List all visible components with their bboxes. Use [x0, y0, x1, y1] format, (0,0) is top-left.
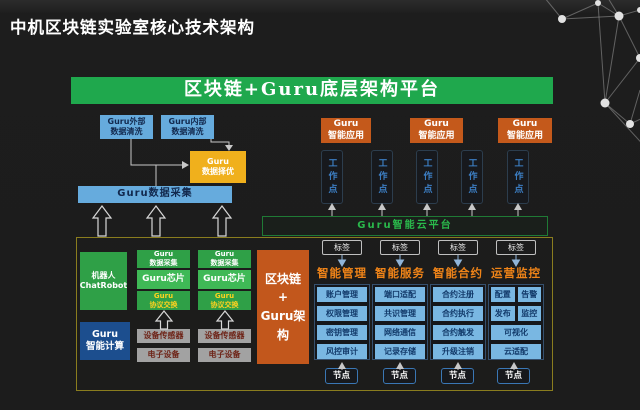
worknode-box: 工作点 — [507, 150, 529, 204]
box-internal-clean: Guru内部 数据清洗 — [161, 115, 214, 139]
tag-box: 标签 — [380, 240, 420, 255]
module-cell: 配置 — [491, 287, 515, 302]
module-cell: 密钥管理 — [317, 325, 367, 340]
module-cell: 记录存储 — [375, 344, 425, 359]
module-cell: 端口适配 — [375, 287, 425, 302]
module-column-contract: 合约注册 合约执行 合约触发 升级注销 — [430, 284, 486, 360]
module-column-operations: 配置 告警 发布 监控 可视化 云适配 — [488, 284, 544, 360]
worknode-box: 工作点 — [416, 150, 438, 204]
module-header-service: 智能服务 — [375, 265, 425, 280]
worknode-box: 工作点 — [321, 150, 343, 204]
page-title: 中机区块链实验室核心技术架构 — [10, 18, 255, 37]
module-cell: 合约注册 — [433, 287, 483, 302]
compute-box: Guru 智能计算 — [80, 322, 130, 360]
app-box: Guru 智能应用 — [498, 118, 552, 143]
module-header-contract: 智能合约 — [433, 265, 483, 280]
module-cell: 升级注销 — [433, 344, 483, 359]
bar-data-collect: Guru数据采集 — [78, 186, 232, 203]
robot-box: 机器人 ChatRobot — [80, 252, 127, 310]
module-cell: 发布 — [491, 306, 515, 321]
tag-box: 标签 — [322, 240, 362, 255]
chip-collect-cell: Guru 数据采集 — [137, 250, 190, 268]
module-cell: 合约执行 — [433, 306, 483, 321]
worknode-box: 工作点 — [461, 150, 483, 204]
app-box: Guru 智能应用 — [410, 118, 463, 143]
node-box: 节点 — [325, 368, 358, 384]
network-decoration — [545, 0, 640, 142]
module-cell: 可视化 — [491, 325, 541, 340]
module-column-management: 账户管理 权限管理 密钥管理 风控审计 — [314, 284, 370, 360]
worknode-box: 工作点 — [371, 150, 393, 204]
module-cell: 权限管理 — [317, 306, 367, 321]
chip-collect-cell: Guru 数据采集 — [198, 250, 251, 268]
module-cell: 网络通信 — [375, 325, 425, 340]
node-box: 节点 — [497, 368, 530, 384]
app-box: Guru 智能应用 — [321, 118, 371, 143]
module-cell: 监控 — [517, 306, 541, 321]
module-cell: 共识管理 — [375, 306, 425, 321]
device-electronic-box: 电子设备 — [198, 348, 251, 362]
banner-platform: 区块链+Guru底层架构平台 — [71, 77, 553, 104]
module-cell: 告警 — [517, 287, 541, 302]
device-sensor-box: 设备传感器 — [137, 329, 190, 343]
tag-box: 标签 — [438, 240, 478, 255]
module-cell: 风控审计 — [317, 344, 367, 359]
protocol-cell: Guru 协议交换 — [137, 291, 190, 310]
node-box: 节点 — [383, 368, 416, 384]
protocol-cell: Guru 协议交换 — [198, 291, 251, 310]
tag-box: 标签 — [496, 240, 536, 255]
box-data-optimize: Guru 数据择优 — [190, 151, 246, 183]
module-cell: 账户管理 — [317, 287, 367, 302]
box-external-clean: Guru外部 数据清洗 — [100, 115, 153, 139]
module-header-management: 智能管理 — [317, 265, 367, 280]
chip-cell: Guru芯片 — [137, 270, 190, 289]
chip-cell: Guru芯片 — [198, 270, 251, 289]
core-architecture-box: 区块链 + Guru架 构 — [257, 250, 309, 364]
cloud-platform-bar: Guru智能云平台 — [262, 216, 548, 236]
module-cell: 云适配 — [491, 344, 541, 359]
module-header-operations: 运营监控 — [491, 265, 541, 280]
module-column-service: 端口适配 共识管理 网络通信 记录存储 — [372, 284, 428, 360]
module-cell: 合约触发 — [433, 325, 483, 340]
node-box: 节点 — [441, 368, 474, 384]
device-sensor-box: 设备传感器 — [198, 329, 251, 343]
device-electronic-box: 电子设备 — [137, 348, 190, 362]
